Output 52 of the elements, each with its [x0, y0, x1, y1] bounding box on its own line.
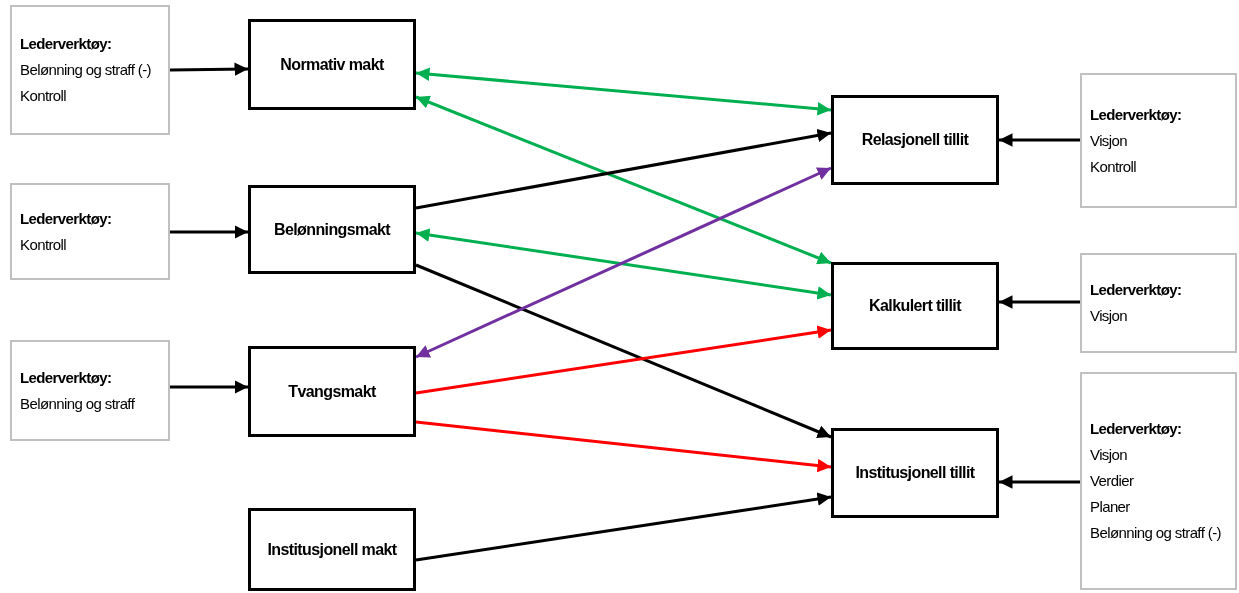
arrow	[415, 128, 832, 210]
tool-heading: Lederverktøy:	[1090, 104, 1183, 125]
arrow	[415, 95, 832, 265]
tool-box	[10, 183, 170, 280]
power-box	[248, 19, 416, 110]
arrow	[415, 492, 832, 562]
arrow	[415, 228, 832, 300]
tool-heading: Lederverktøy:	[20, 208, 113, 229]
tool-item: Visjon	[1090, 306, 1128, 326]
power-box	[248, 185, 416, 274]
box-label: Institusjonell tillit	[855, 463, 975, 483]
tool-item: Verdier	[1090, 471, 1135, 491]
box-label: Normativ makt	[280, 54, 384, 75]
tool-item: Belønning og straff	[20, 393, 136, 414]
tool-item: Belønning og straff (-)	[20, 60, 152, 80]
tool-box	[10, 340, 170, 441]
tool-box	[1080, 73, 1237, 208]
arrow	[170, 225, 248, 239]
box-label: Kalkulert tillit	[869, 296, 961, 316]
tool-item: Belønning og straff (-)	[1090, 523, 1222, 543]
box-label: Belønningsmakt	[273, 219, 391, 240]
arrow	[415, 67, 832, 116]
arrow	[415, 166, 832, 359]
power-box	[248, 346, 416, 437]
arrow	[415, 263, 832, 439]
tool-box	[1080, 372, 1237, 590]
tool-item: Visjon	[1090, 445, 1128, 465]
tool-item: Planer	[1090, 497, 1131, 517]
tool-item: Kontroll	[20, 86, 68, 106]
box-label: Institusjonell makt	[267, 539, 397, 560]
tool-heading: Lederverktøy:	[20, 367, 113, 388]
arrow	[999, 475, 1080, 489]
power-box	[248, 508, 416, 591]
box-label: Relasjonell tillit	[861, 130, 969, 150]
tool-item: Kontroll	[20, 234, 68, 255]
tool-item: Kontroll	[1090, 156, 1138, 177]
arrow	[170, 380, 248, 394]
tool-heading: Lederverktøy:	[20, 34, 113, 54]
tool-heading: Lederverktøy:	[1090, 280, 1183, 300]
tool-box	[10, 5, 170, 135]
box-label: Tvangsmakt	[288, 381, 376, 402]
tool-item: Visjon	[1090, 130, 1128, 151]
tool-heading: Lederverktøy:	[1090, 419, 1183, 439]
arrow	[415, 325, 832, 395]
trust-box	[831, 95, 999, 185]
tool-box	[1080, 253, 1237, 353]
trust-box	[831, 262, 999, 350]
arrow	[169, 62, 249, 76]
trust-box	[831, 428, 999, 518]
arrow	[999, 133, 1080, 147]
arrow	[415, 420, 832, 473]
arrow	[999, 295, 1080, 309]
